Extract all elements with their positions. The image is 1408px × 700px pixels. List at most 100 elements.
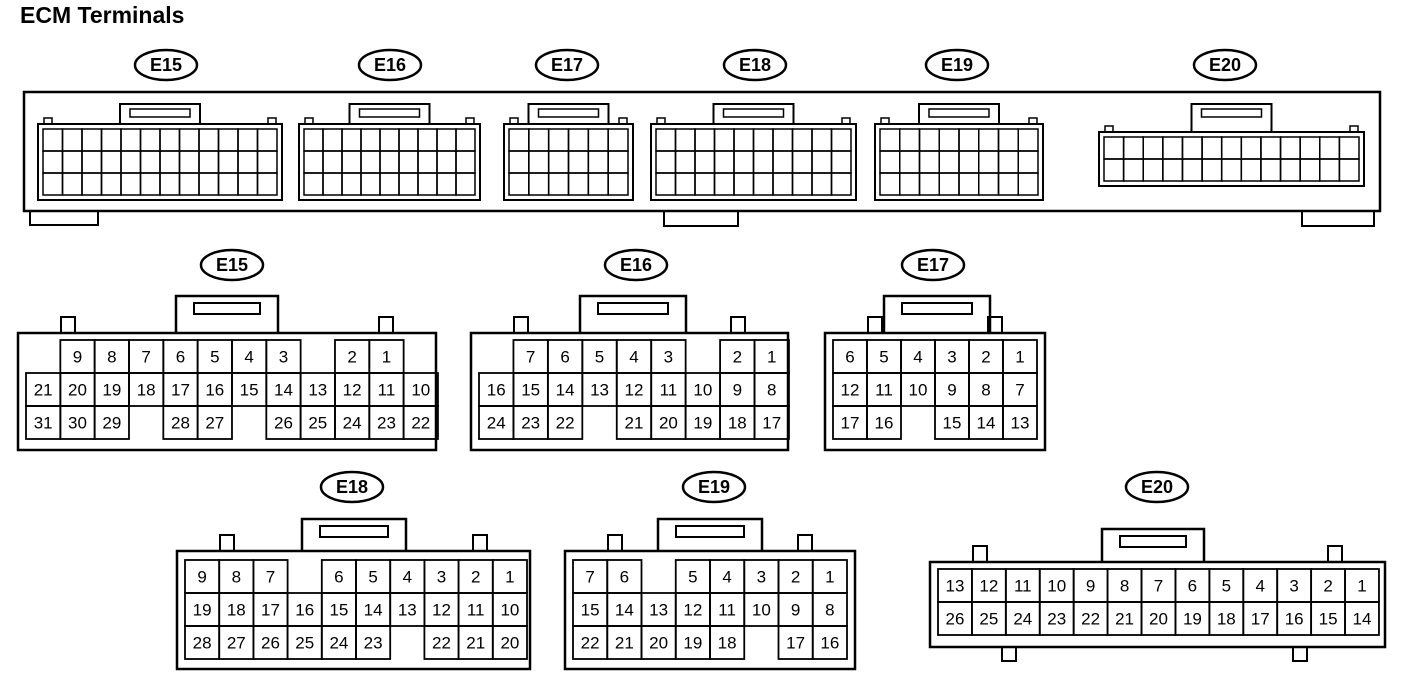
overview-pin-cell [508, 150, 530, 174]
pin-number: 16 [487, 381, 506, 400]
overview-pin-cell [379, 172, 400, 196]
pin-cell: 13 [299, 372, 336, 407]
pin-cell: 25 [299, 405, 336, 440]
connector-latch-slot [1119, 535, 1187, 548]
overview-connector-e19 [874, 103, 1044, 201]
pin-number: 23 [1047, 610, 1066, 629]
pin-box [866, 405, 902, 440]
pin-cell: 8 [218, 559, 255, 594]
pin-number: 11 [467, 601, 485, 620]
overview-pin-cell [1299, 158, 1321, 182]
connector-label-oval [534, 48, 600, 82]
connector-label-text: E18 [336, 477, 368, 497]
connector-label-oval [319, 470, 385, 504]
pin-cell: 15 [512, 372, 549, 407]
overview-pin-cell [81, 150, 103, 174]
pin-number: 25 [295, 634, 314, 653]
overview-connector-e16 [298, 103, 481, 201]
pin-number: 17 [786, 634, 805, 653]
pin-cell: 15 [1310, 601, 1346, 636]
pin-cell: 24 [334, 405, 371, 440]
pin-number: 28 [171, 414, 190, 433]
pin-box [402, 405, 439, 440]
overview-peg [841, 117, 851, 125]
overview-pin-cell [1122, 158, 1144, 182]
overview-pin-cell [1338, 136, 1360, 160]
pin-number: 1 [1015, 348, 1024, 367]
pin-box [546, 405, 584, 440]
pin-number: 1 [767, 348, 776, 367]
pin-cell: 17 [832, 405, 868, 440]
overview-pin-cell [360, 128, 381, 152]
pin-number: 22 [556, 414, 575, 433]
pin-cell: 8 [753, 372, 790, 407]
overview-pin-cell [42, 128, 64, 152]
overview-connector-body [298, 123, 481, 201]
pin-number: 20 [500, 634, 519, 653]
overview-pin-cell [81, 128, 103, 152]
overview-pin-cell [997, 128, 1019, 152]
pin-cell: 29 [93, 405, 130, 440]
connector-label-oval [924, 48, 990, 82]
pin-number: 9 [947, 381, 956, 400]
connector-peg [513, 316, 529, 334]
pin-number: 21 [615, 634, 634, 653]
pin-number: 12 [625, 381, 644, 400]
pin-cell: 21 [615, 405, 653, 440]
pin-cell: 18 [719, 405, 756, 440]
overview-pin-cell [811, 150, 833, 174]
overview-pin-cell [303, 172, 324, 196]
pin-number: 13 [1011, 414, 1030, 433]
pin-number: 5 [210, 348, 219, 367]
pin-cell: 18 [709, 625, 746, 660]
connector-latch [578, 294, 688, 333]
overview-connector-body [37, 123, 283, 201]
overview-pin-cell [1260, 136, 1282, 160]
pin-cell: 9 [777, 592, 814, 627]
pin-cell: 12 [832, 372, 868, 407]
connector-latch-slot [319, 525, 389, 538]
overview-pin-cell [379, 128, 400, 152]
connector-latch-slot [675, 525, 745, 538]
pin-number: 23 [521, 414, 540, 433]
pin-cell: 16 [478, 372, 515, 407]
overview-pin-cell [120, 128, 142, 152]
pin-number: 14 [556, 381, 575, 400]
pin-cell: 16 [196, 372, 233, 407]
pin-number: 31 [34, 414, 53, 433]
pin-cell: 17 [252, 592, 289, 627]
pin-number: 3 [279, 348, 288, 367]
pin-number: 20 [649, 634, 668, 653]
pin-number: 12 [979, 577, 998, 596]
overview-peg [304, 117, 314, 125]
overview-pin-cell [752, 150, 774, 174]
overview-label-e19: E19 [924, 48, 990, 82]
pin-cell: 23 [512, 405, 549, 440]
overview-pin-cell [42, 172, 64, 196]
overview-pin-cell [217, 128, 239, 152]
overview-pin-cell [791, 172, 813, 196]
overview-pin-cell [436, 172, 457, 196]
overview-pin-cell [655, 172, 677, 196]
connector-label-e17: E17 [900, 248, 966, 282]
pin-cell: 9 [934, 372, 970, 407]
overview-pin-cell [528, 150, 550, 174]
pin-cell: 21 [1106, 601, 1143, 636]
pin-number: 14 [364, 601, 383, 620]
pin-cell: 16 [1276, 601, 1313, 636]
overview-pin-cell [1122, 136, 1144, 160]
overview-pin-cell [938, 128, 960, 152]
connector-label-e18: E18 [319, 470, 385, 504]
pin-number: 2 [791, 568, 800, 587]
pin-number: 11 [378, 381, 396, 400]
pin-number: 21 [1115, 610, 1134, 629]
connector-label-oval [1192, 48, 1258, 82]
overview-pin-cell [1162, 158, 1184, 182]
overview-pin-cell [879, 172, 901, 196]
pin-cell: 10 [743, 592, 780, 627]
pin-cell: 11 [709, 592, 746, 627]
overview-pin-cell [360, 150, 381, 174]
